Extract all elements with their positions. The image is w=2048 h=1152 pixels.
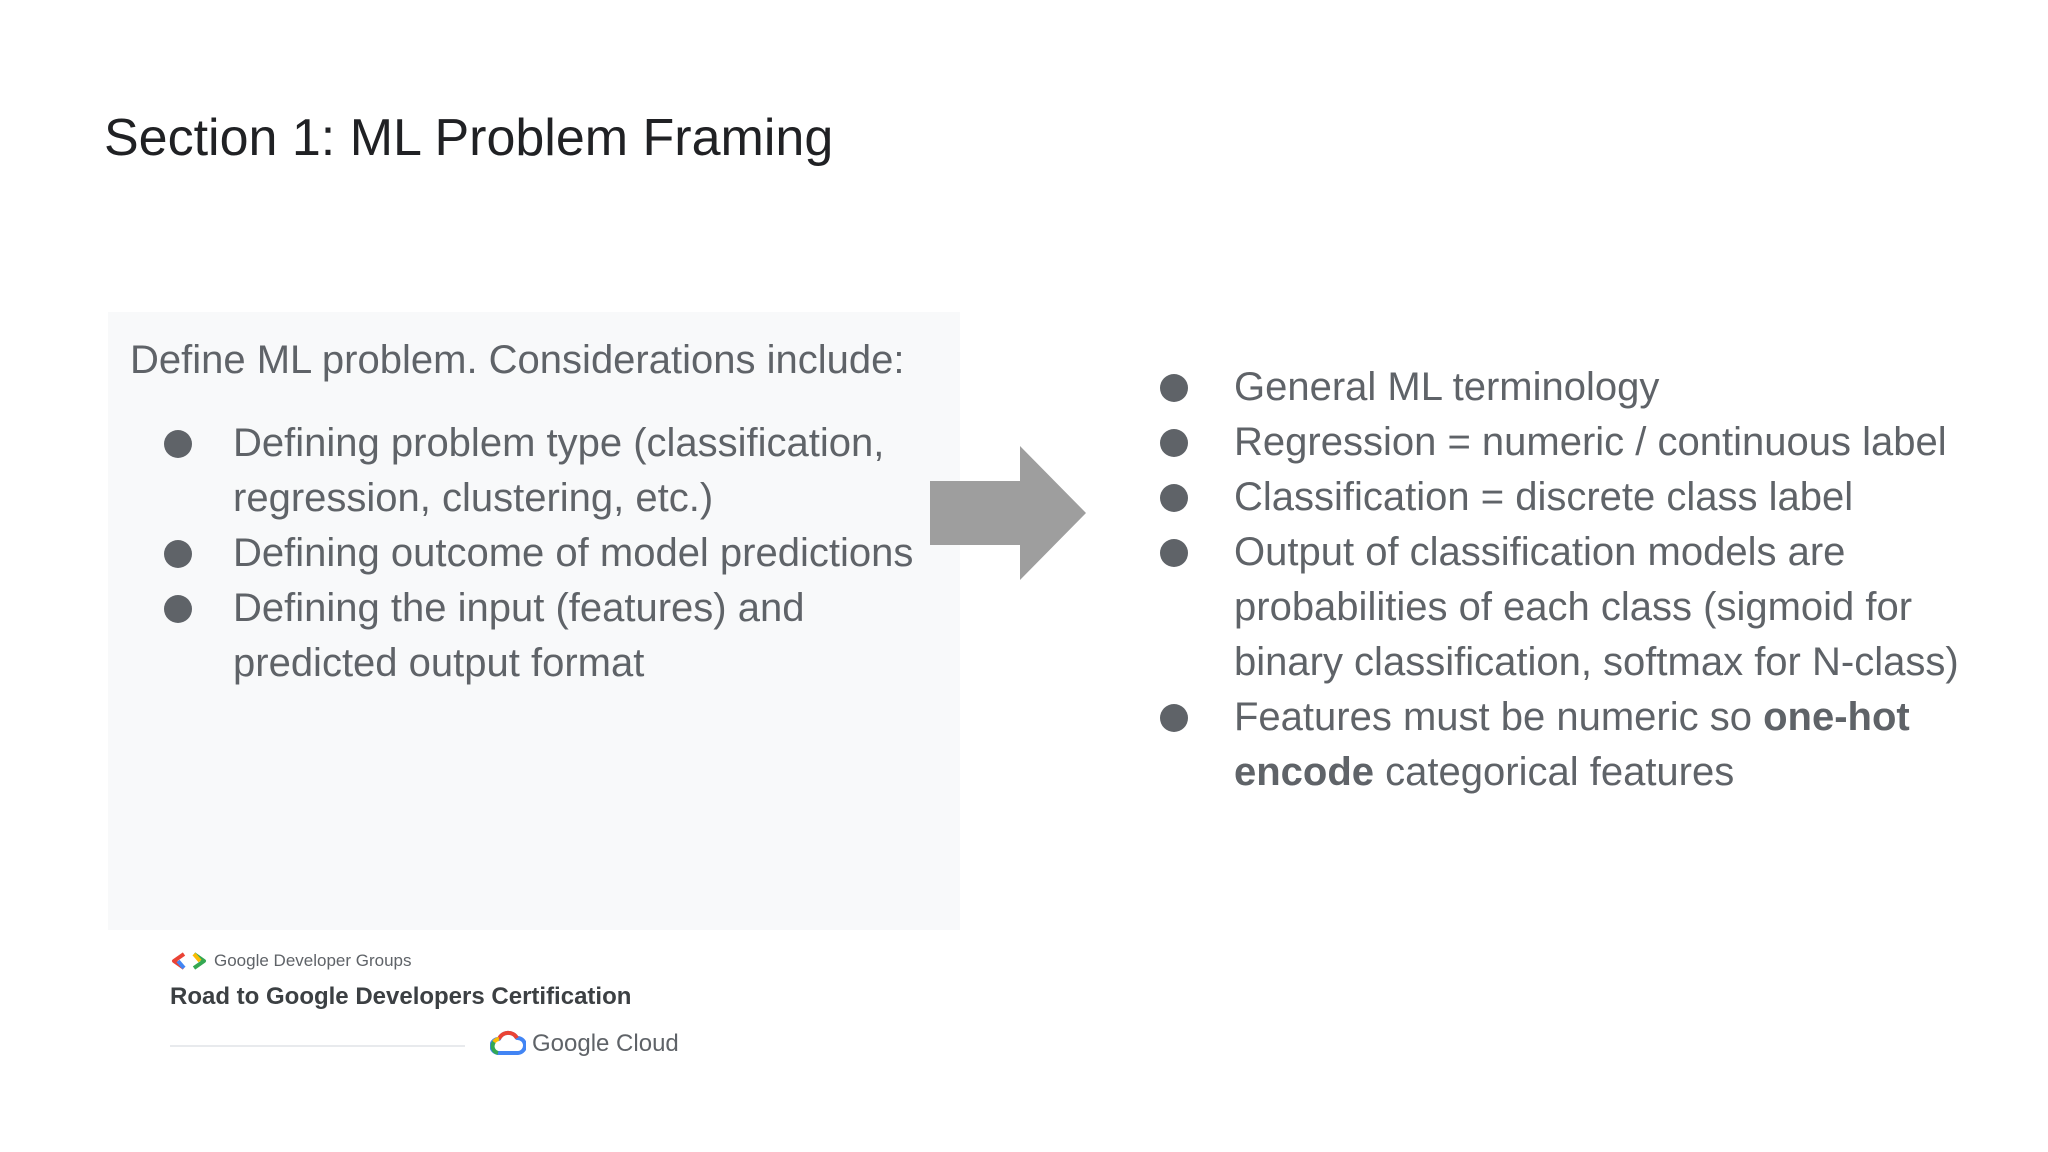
- right-bullet-list: General ML terminology Regression = nume…: [1160, 360, 1960, 800]
- list-item-text: Defining the input (features) and predic…: [233, 586, 805, 685]
- google-cloud-row: Google Cloud: [490, 1029, 679, 1059]
- list-item-text: Output of classification models are prob…: [1234, 530, 1959, 684]
- bullet-dot-icon: [164, 595, 192, 623]
- google-cloud-label: Google Cloud: [532, 1030, 679, 1057]
- list-item-text-after: categorical features: [1374, 750, 1735, 794]
- bullet-dot-icon: [164, 540, 192, 568]
- list-item-text: Defining problem type (classification, r…: [233, 421, 885, 520]
- list-item-text: Defining outcome of model predictions: [233, 531, 914, 575]
- list-item-text-before: Features must be numeric so: [1234, 695, 1764, 739]
- list-item-text: Regression = numeric / continuous label: [1234, 420, 1947, 464]
- bullet-dot-icon: [1160, 429, 1188, 457]
- gdg-row: Google Developer Groups: [170, 951, 412, 971]
- slide-title: Section 1: ML Problem Framing: [104, 109, 834, 167]
- bullet-dot-icon: [164, 430, 192, 458]
- divider: [170, 1045, 465, 1047]
- gdg-label: Google Developer Groups: [214, 951, 412, 970]
- left-content-panel: Define ML problem. Considerations includ…: [108, 312, 960, 930]
- gdg-logo-icon: [172, 952, 206, 970]
- bullet-dot-icon: [1160, 539, 1188, 567]
- program-title: Road to Google Developers Certification: [170, 983, 632, 1010]
- list-item: Defining outcome of model predictions: [108, 526, 960, 581]
- google-cloud-logo-icon: [490, 1030, 526, 1055]
- list-item-text-bold: one-hot encode: [1234, 695, 1910, 794]
- bullet-dot-icon: [1160, 374, 1188, 402]
- list-item: Defining problem type (classification, r…: [108, 416, 960, 526]
- branding-footer: Google Developer Groups Road to Google D…: [170, 945, 690, 1065]
- bullet-dot-icon: [1160, 704, 1188, 732]
- list-item-text: General ML terminology: [1234, 365, 1660, 409]
- list-item: Output of classification models are prob…: [1160, 525, 1960, 690]
- list-item: Regression = numeric / continuous label: [1160, 415, 1960, 470]
- arrow-right-icon: [930, 446, 1086, 580]
- list-item: Defining the input (features) and predic…: [108, 581, 960, 691]
- list-item: General ML terminology: [1160, 360, 1960, 415]
- list-item: Features must be numeric so one-hot enco…: [1160, 690, 1960, 800]
- left-panel-intro: Define ML problem. Considerations includ…: [130, 338, 905, 382]
- bullet-dot-icon: [1160, 484, 1188, 512]
- list-item: Classification = discrete class label: [1160, 470, 1960, 525]
- list-item-text: Classification = discrete class label: [1234, 475, 1854, 519]
- left-bullet-list: Defining problem type (classification, r…: [108, 416, 960, 691]
